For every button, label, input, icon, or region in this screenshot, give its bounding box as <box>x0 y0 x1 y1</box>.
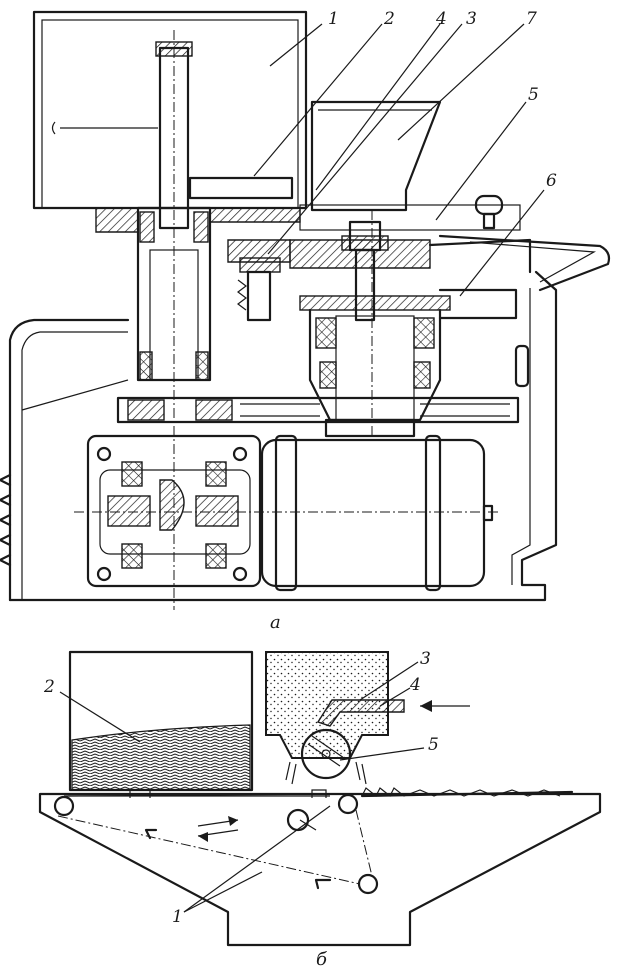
figure-a-caption: а <box>270 612 281 633</box>
rotor-assembly <box>299 210 451 440</box>
hopper-7 <box>310 100 442 212</box>
label-b-2: 2 <box>43 677 55 697</box>
figure-b-caption: б <box>316 949 328 970</box>
figure-b-schematic: 2 3 4 5 1 б <box>38 649 602 970</box>
label-7: 7 <box>526 9 537 29</box>
drive-gear-train <box>116 396 520 438</box>
label-b-5: 5 <box>428 735 439 755</box>
disk-6 <box>438 288 518 320</box>
leader-lines-b <box>59 661 425 913</box>
conveyor-belt <box>53 787 574 895</box>
feed-tube-4 <box>316 699 405 727</box>
side-handle <box>514 344 530 388</box>
stack-hopper-2 <box>68 650 254 792</box>
direction-arrows <box>197 816 239 842</box>
label-b-4: 4 <box>409 675 421 695</box>
plate-2 <box>188 176 294 200</box>
adjustment-knob <box>474 194 504 230</box>
label-1: 1 <box>328 9 339 29</box>
feed-arrow <box>420 700 470 712</box>
label-2: 2 <box>383 9 395 29</box>
main-shaft <box>136 30 212 610</box>
label-5: 5 <box>528 85 539 105</box>
discharge-chute <box>438 234 611 292</box>
label-b-3: 3 <box>420 649 431 669</box>
label-3: 3 <box>466 9 477 29</box>
figure-a-section-view: 1 2 4 3 7 5 6 а <box>0 9 611 633</box>
roller-5 <box>285 728 367 785</box>
spring-plunger <box>237 257 281 322</box>
label-6: 6 <box>546 171 557 191</box>
electric-motor <box>260 434 494 592</box>
gearbox <box>74 434 500 588</box>
label-b-1: 1 <box>172 907 183 927</box>
leader-lines <box>253 23 545 297</box>
label-4: 4 <box>435 9 447 29</box>
conveyor-frame <box>38 792 602 947</box>
cooling-ribs <box>0 473 12 567</box>
cover-plate <box>95 204 532 274</box>
